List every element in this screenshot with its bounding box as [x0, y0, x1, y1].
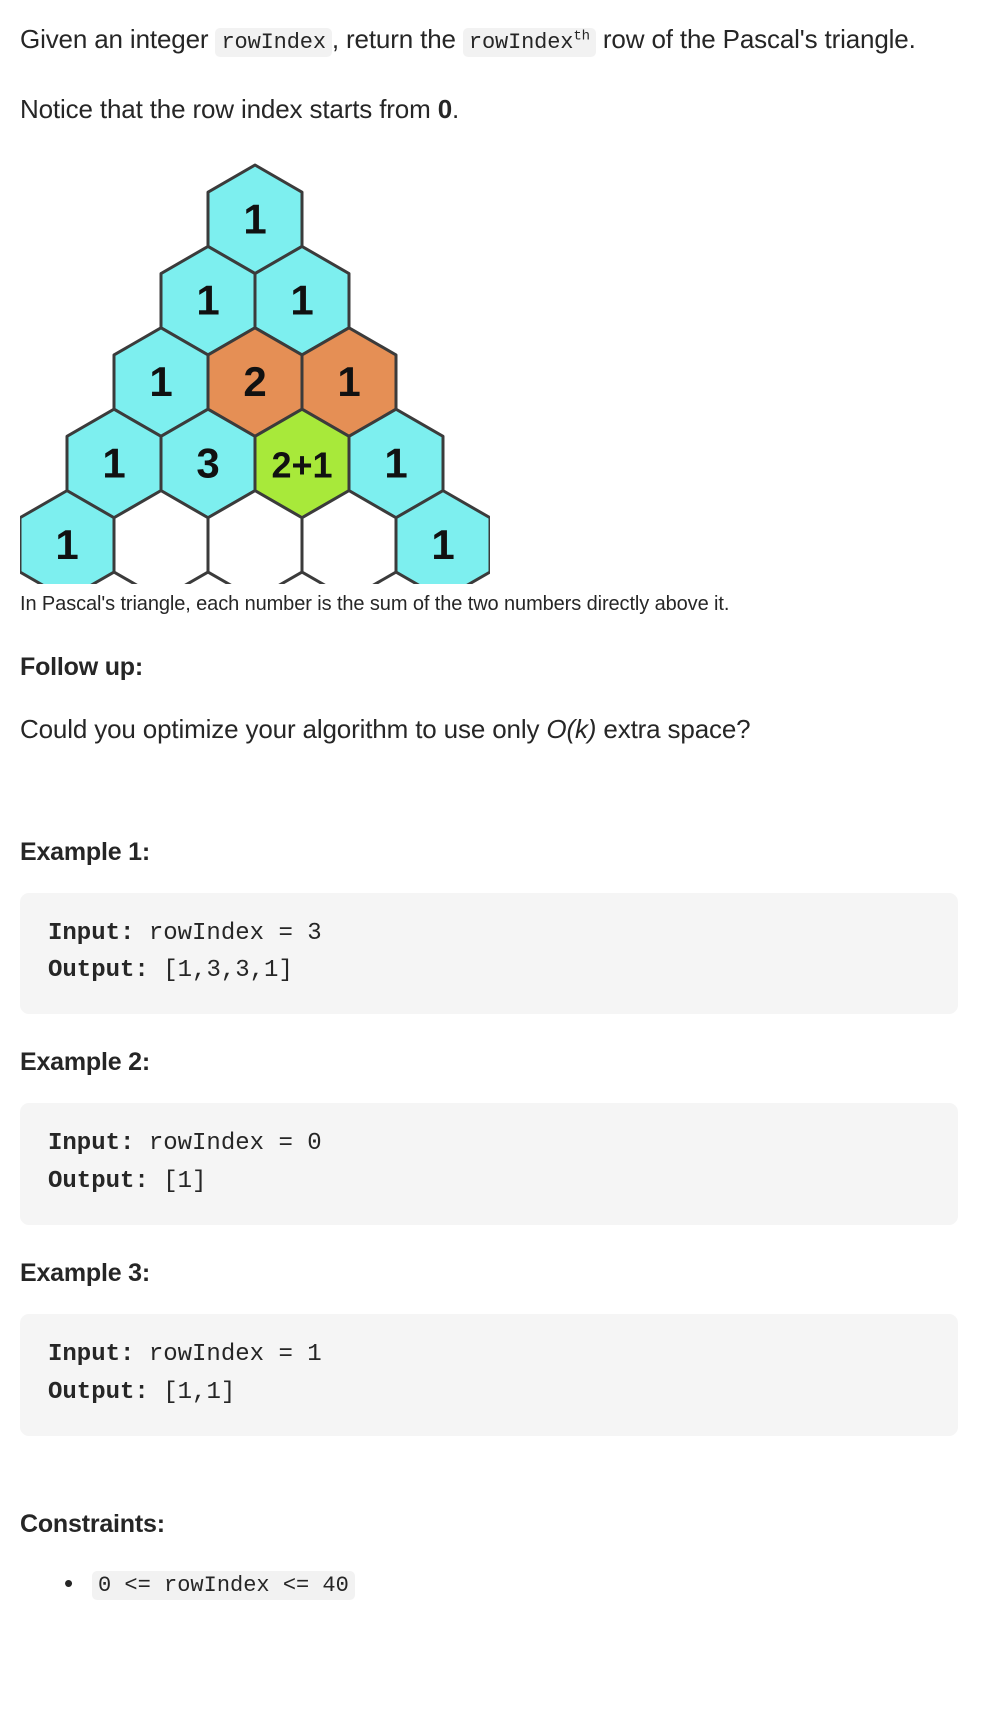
code-rowindex-th-text: rowIndex	[468, 30, 574, 55]
constraints-heading: Constraints:	[20, 1509, 165, 1538]
hex-cell-label: 3	[196, 440, 219, 487]
intro-text-2: , return the	[331, 24, 456, 54]
hex-cell-label: 1	[337, 358, 360, 405]
hex-cell-label: 1	[102, 440, 125, 487]
notice-text-1: Notice that the row index starts from	[20, 93, 431, 124]
hex-cell-label: 1	[149, 358, 172, 405]
hex-cell-label: 2+1	[271, 445, 332, 486]
notice-zero: 0	[437, 93, 453, 124]
code-rowindex: rowIndex	[215, 28, 332, 57]
followup-text-2: extra space?	[603, 714, 751, 745]
followup-heading: Follow up:	[20, 653, 143, 682]
hex-cell	[394, 489, 490, 585]
example-3-codeblock: Input: rowIndex = 1 Output: [1,1]	[20, 1314, 958, 1436]
intro-text-1: Given an integer	[20, 24, 209, 54]
example-1-codeblock: Input: rowIndex = 3 Output: [1,3,3,1]	[20, 892, 958, 1015]
example-2-input-label: Input:	[48, 1130, 135, 1158]
example-3-input-label: Input:	[48, 1341, 135, 1369]
figure-caption: In Pascal's triangle, each number is the…	[20, 593, 730, 616]
example-1-input-label: Input:	[48, 919, 135, 947]
example-2-input-value: rowIndex = 0	[134, 1130, 322, 1158]
example-3-output-value: [1,1]	[148, 1379, 236, 1407]
example-3-output-label: Output:	[48, 1379, 149, 1407]
hex-cell-label: 1	[243, 195, 266, 242]
hex-cell-label: 1	[55, 521, 78, 568]
example-3-input-value: rowIndex = 1	[134, 1341, 322, 1369]
constraints-list: 0 <= rowIndex <= 40	[20, 1563, 958, 1605]
hex-cell-label: 1	[290, 277, 313, 324]
hex-cell-label: 2	[243, 358, 266, 405]
example-1-output-label: Output:	[48, 957, 149, 985]
example-1-heading: Example 1:	[20, 837, 151, 866]
hex-cell-label: 1	[431, 521, 454, 568]
example-2-output-label: Output:	[48, 1168, 149, 1196]
example-1-output-value: [1,3,3,1]	[148, 957, 293, 985]
example-2-codeblock: Input: rowIndex = 0 Output: [1]	[20, 1103, 958, 1226]
example-3-heading: Example 3:	[20, 1259, 151, 1288]
example-1-input-value: rowIndex = 3	[134, 919, 322, 947]
spacer	[20, 780, 958, 838]
code-rowindex-th: rowIndexth	[462, 28, 596, 57]
big-o-notation: O(k)	[546, 714, 597, 745]
intro-text-3: row of the Pascal's triangle.	[602, 24, 916, 54]
problem-description-page: Given an integer rowIndex, return the ro…	[0, 0, 996, 1603]
followup-text: Could you optimize your algorithm to use…	[20, 710, 958, 750]
constraint-code: 0 <= rowIndex <= 40	[92, 1570, 355, 1600]
example-2-heading: Example 2:	[20, 1048, 151, 1077]
example-2-output-value: [1]	[148, 1168, 207, 1196]
problem-statement: Given an integer rowIndex, return the ro…	[20, 20, 958, 60]
notice-text-2: .	[452, 93, 460, 124]
hex-cell-label: 1	[384, 440, 407, 487]
ordinal-suffix: th	[573, 28, 590, 45]
hex-cell-label: 1	[196, 277, 219, 324]
followup-text-1: Could you optimize your algorithm to use…	[20, 714, 540, 745]
constraint-item: 0 <= rowIndex <= 40	[64, 1563, 958, 1605]
spacer	[20, 1470, 958, 1510]
notice-statement: Notice that the row index starts from 0.	[20, 90, 958, 130]
